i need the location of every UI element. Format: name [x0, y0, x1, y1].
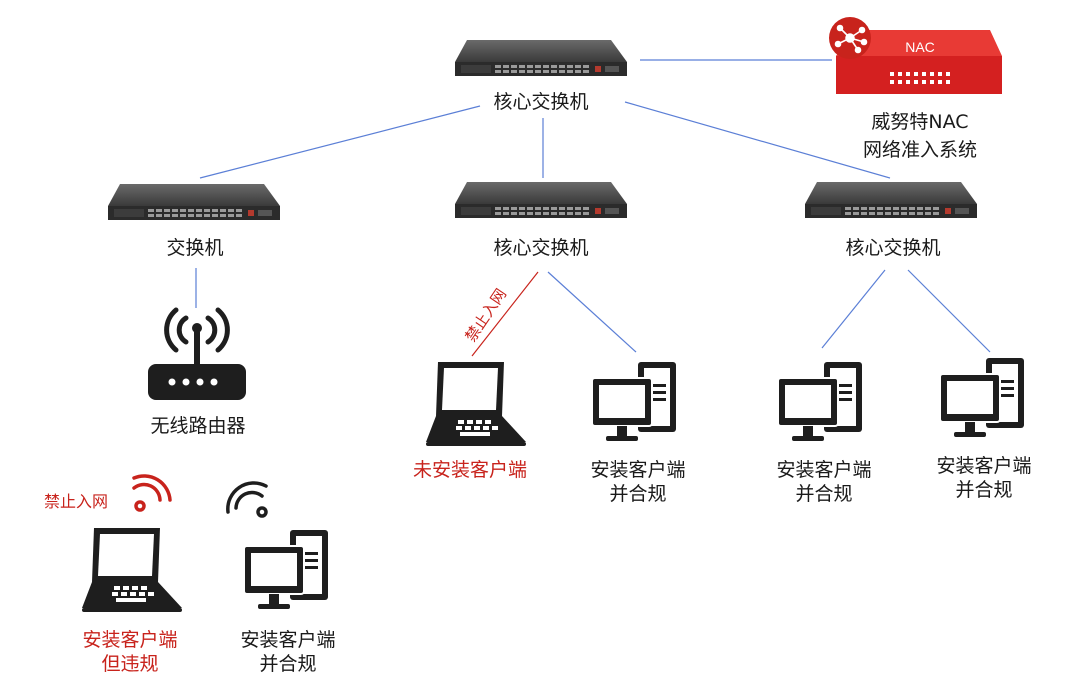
link-right-pc-a: [821, 269, 886, 349]
core-switch-label: 核心交换机: [493, 91, 589, 113]
wireless-router-icon: [148, 307, 246, 400]
router-label: 无线路由器: [150, 415, 246, 437]
nac-badge: NAC: [905, 39, 935, 55]
link-core-right: [624, 101, 891, 179]
wifi-blocked-icon: [132, 474, 172, 512]
pc-right-a-label: 安装客户端 并合规: [776, 459, 872, 505]
right-switch-label: 核心交换机: [845, 237, 941, 259]
laptop-no-client-icon: [426, 362, 526, 446]
nac-label: 威努特NAC 网络准入系统: [862, 111, 977, 161]
wifi-icon: [226, 481, 268, 518]
pc-wifi-icon: [243, 529, 329, 610]
right-switch-icon: [805, 182, 977, 218]
link-right-pc-b: [907, 269, 991, 353]
network-links: [195, 59, 991, 353]
link-core-left: [199, 105, 481, 179]
laptop-no-client-label: 未安装客户端: [412, 459, 527, 481]
mid-switch-label: 核心交换机: [493, 237, 589, 259]
blocked-wired-annotation: 禁止入网: [462, 285, 510, 345]
laptop-wifi-violation-label: 安装客户端 但违规: [82, 629, 178, 675]
left-switch-icon: [108, 184, 280, 220]
pc-mid-icon: [591, 361, 677, 442]
core-switch-icon: [455, 40, 627, 76]
pc-right-b-label: 安装客户端 并合规: [936, 455, 1032, 501]
left-switch-label: 交换机: [166, 237, 224, 259]
link-blocked-laptop: [471, 271, 539, 357]
blocked-wifi-annotation: 禁止入网: [43, 492, 108, 511]
laptop-wifi-violation-icon: [82, 528, 182, 612]
link-mid-pc: [547, 271, 637, 353]
nac-appliance-icon: NAC: [829, 17, 1002, 94]
nac-network-logo: [834, 24, 868, 54]
pc-right-b-icon: [939, 357, 1025, 438]
pc-wifi-label: 安装客户端 并合规: [240, 629, 336, 675]
pc-right-a-icon: [777, 361, 863, 442]
pc-mid-label: 安装客户端 并合规: [590, 459, 686, 505]
mid-switch-icon: [455, 182, 627, 218]
